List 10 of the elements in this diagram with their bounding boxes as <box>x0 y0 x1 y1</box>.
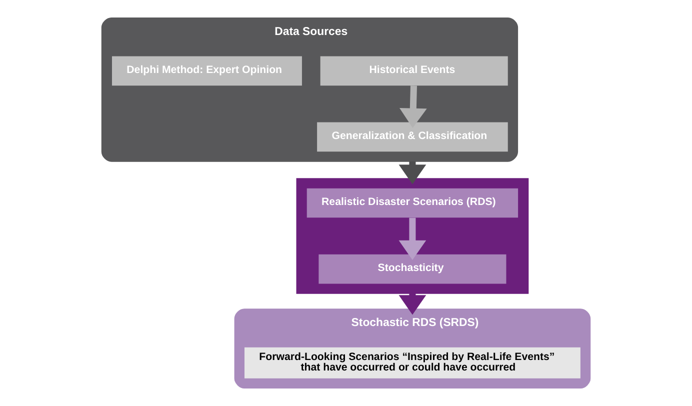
node-box: Stochasticity <box>318 254 506 284</box>
node-box: Historical Events <box>320 56 508 86</box>
node-box: Generalization & Classification <box>317 122 508 152</box>
arrow <box>398 218 426 260</box>
arrow <box>398 161 426 184</box>
arrow <box>399 86 427 128</box>
node-box: Forward-Looking Scenarios “Inspired by Real-Life Events” that have occurred or could have occurred <box>244 347 580 378</box>
cluster <box>296 178 529 294</box>
node-box: Realistic Disaster Scenarios (RDS) <box>306 188 518 218</box>
node-box: Delphi Method: Expert Opinion <box>112 56 302 86</box>
